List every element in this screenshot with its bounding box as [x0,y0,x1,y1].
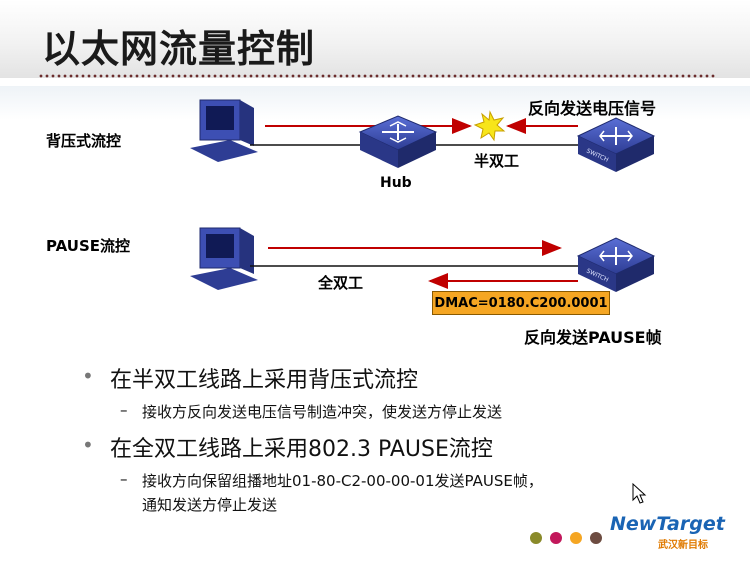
hub-label: Hub [380,175,412,191]
collision-icon [473,110,506,142]
bullet-marker: • [82,433,94,457]
dmac-box: DMAC=0180.C200.0001 [432,291,610,315]
bullet-marker: • [82,364,94,388]
backpressure-diagram: SWITCH [190,99,656,172]
switch-icon: SWITCH [576,117,656,172]
slide-title: 以太网流量控制 [42,26,316,71]
sub-bullet-marker: – [120,401,128,419]
mouse-cursor-icon [632,482,647,504]
pause-diagram: SWITCH [190,227,656,292]
logo-dot [590,532,602,544]
full-duplex-label: 全双工 [318,274,364,292]
bullet-1: 在半双工线路上采用背压式流控 [110,368,419,393]
reverse-voltage-label: 反向发送电压信号 [528,99,657,118]
pause-label: PAUSE流控 [46,237,130,255]
logo-subtitle: 武汉新目标 [658,540,708,551]
hub-icon [358,115,438,168]
title-dotted-divider [38,74,716,78]
sub-bullet-1-1: 接收方反向发送电压信号制造冲突，使发送方停止发送 [142,403,503,421]
backpressure-label: 背压式流控 [46,132,122,150]
pc-icon [190,99,258,162]
diagram-band [0,86,750,120]
pc-icon [190,227,258,290]
sub-bullet-2-2: 通知发送方停止发送 [142,496,278,514]
logo-dot [530,532,542,544]
sub-bullet-2-1: 接收方向保留组播地址01-80-C2-00-00-01发送PAUSE帧， [142,472,543,490]
logo-dot [570,532,582,544]
half-duplex-label: 半双工 [474,152,520,170]
logo-dot [550,532,562,544]
switch-icon: SWITCH [576,237,656,292]
title-band [0,0,750,78]
sub-bullet-marker: – [120,470,128,488]
bullet-2: 在全双工线路上采用802.3 PAUSE流控 [110,437,493,462]
reverse-pause-label: 反向发送PAUSE帧 [524,328,662,347]
logo-name: NewTarget [610,513,725,535]
